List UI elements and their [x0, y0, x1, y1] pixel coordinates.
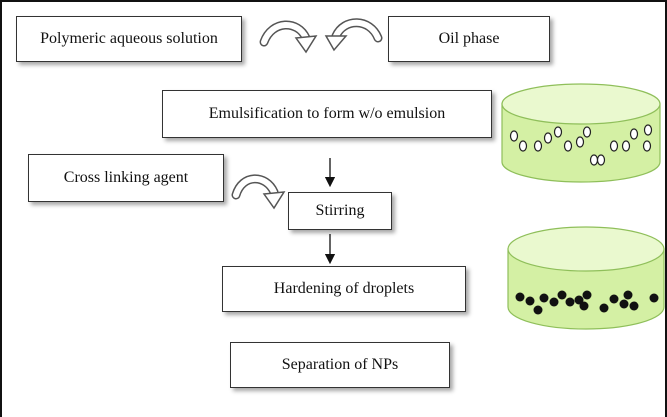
- curved-arrow-icon: [231, 174, 286, 210]
- hollow-droplets: [509, 124, 653, 166]
- hardening-box: Hardening of droplets: [222, 266, 466, 312]
- curved-arrow-icon: [259, 20, 318, 54]
- separation-box: Separation of NPs: [230, 342, 450, 388]
- polymeric-solution-box: Polymeric aqueous solution: [16, 16, 242, 62]
- stirring-box: Stirring: [288, 192, 392, 230]
- cross-linking-agent-box: Cross linking agent: [28, 154, 224, 202]
- petri-dish-icon: [501, 83, 661, 183]
- emulsification-box: Emulsification to form w/o emulsion: [162, 90, 492, 138]
- solid-droplets: [515, 290, 659, 315]
- curved-arrow-icon: [324, 18, 383, 52]
- petri-dish-icon: [507, 226, 665, 330]
- oil-phase-box: Oil phase: [388, 16, 550, 62]
